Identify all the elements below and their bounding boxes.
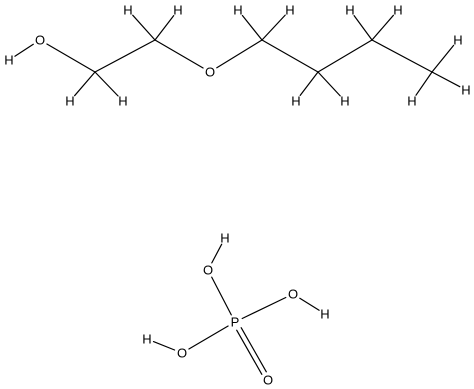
single-bond [317,71,341,97]
double-bond [240,327,267,373]
atom-label-o: O [205,65,215,80]
single-bond [299,297,320,311]
single-bond [14,43,34,57]
single-bond [216,39,263,69]
atom-label-h: H [285,3,294,18]
atom-label-h: H [453,33,462,48]
single-bond [241,296,287,320]
single-bond [188,325,229,350]
double-bond [236,329,263,375]
single-bond [371,14,394,41]
atoms-layer: H O H H H H O H H H H H H H H H P O H O H O H O [4,3,470,388]
atom-label-h: H [393,3,402,18]
single-bond [211,243,223,264]
single-bond [152,341,176,351]
single-bond [261,39,319,73]
single-bond [154,15,175,41]
atom-label-o: O [177,346,187,361]
single-bond [241,14,263,41]
atom-label-h: H [118,94,127,109]
single-bond [94,39,156,73]
single-bond [431,44,455,73]
single-bond [46,43,96,73]
single-bond [154,39,204,69]
atom-label-h: H [340,94,349,109]
atom-label-h: H [142,332,151,347]
atom-label-h: H [4,53,13,68]
atom-label-o: O [35,33,45,48]
atom-label-o: O [288,287,298,302]
single-bond [94,71,119,97]
single-bond [415,71,433,96]
single-bond [299,71,319,97]
atom-label-o: O [263,373,273,388]
single-bond [132,14,156,41]
atom-label-o: O [203,263,213,278]
single-bond [353,15,373,41]
single-bond [317,39,373,73]
atom-label-h: H [291,94,300,109]
atom-label-h: H [345,3,354,18]
single-bond [211,276,232,316]
atom-label-h: H [407,94,416,109]
single-bond [371,39,433,73]
single-bond [261,14,286,41]
atom-label-h: H [461,83,470,98]
atom-label-h: H [65,94,74,109]
atom-label-h: H [220,231,229,246]
single-bond [73,71,96,97]
bonds-layer [14,14,461,375]
atom-label-h: H [123,3,132,18]
atom-label-h: H [173,3,182,18]
atom-label-h: H [233,3,242,18]
atom-label-h: H [320,307,329,322]
single-bond [431,71,461,88]
atom-label-p: P [231,315,240,330]
